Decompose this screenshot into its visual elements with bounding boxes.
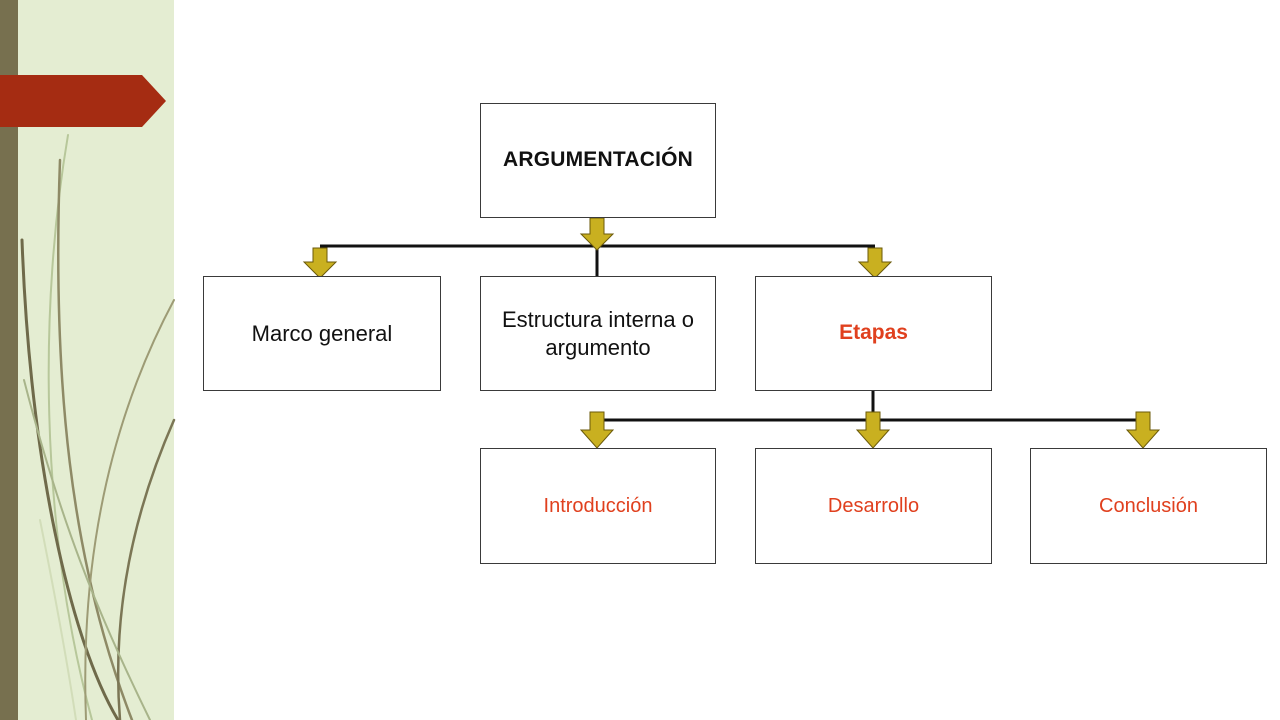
side-decoration-bar — [0, 0, 18, 720]
node-etapas: Etapas — [755, 276, 992, 391]
node-introduccion: Introducción — [480, 448, 716, 564]
arrow-down-icon — [579, 217, 615, 251]
decorative-grass-strokes — [20, 134, 176, 720]
node-root: ARGUMENTACIÓN — [480, 103, 716, 218]
node-marco-general: Marco general — [203, 276, 441, 391]
arrow-down-icon — [302, 247, 338, 279]
arrow-down-icon — [857, 247, 893, 279]
arrow-down-icon — [1125, 411, 1161, 449]
title-accent-tab — [0, 75, 166, 127]
accent-tab-shape — [0, 75, 166, 127]
arrow-down-icon — [579, 411, 615, 449]
arrow-down-icon — [855, 411, 891, 449]
node-desarrollo: Desarrollo — [755, 448, 992, 564]
node-conclusion: Conclusión — [1030, 448, 1267, 564]
node-estructura-interna: Estructura interna o argumento — [480, 276, 716, 391]
